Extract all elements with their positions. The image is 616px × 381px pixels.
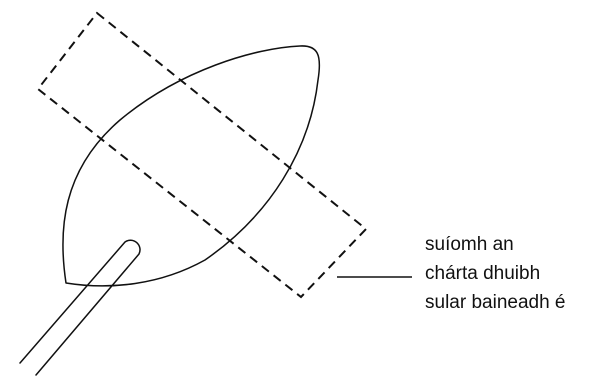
- callout-line-3: sular baineadh é: [425, 292, 566, 313]
- black-card-outline-dashed: [36, 11, 368, 299]
- callout-line-1: suíomh an: [425, 234, 514, 255]
- probe-rod: [19, 239, 141, 376]
- callout-line-2: chárta dhuibh: [425, 263, 540, 284]
- leaf-outline: [62, 45, 321, 287]
- callout-label: suíomh an chárta dhuibh sular baineadh é: [425, 234, 566, 313]
